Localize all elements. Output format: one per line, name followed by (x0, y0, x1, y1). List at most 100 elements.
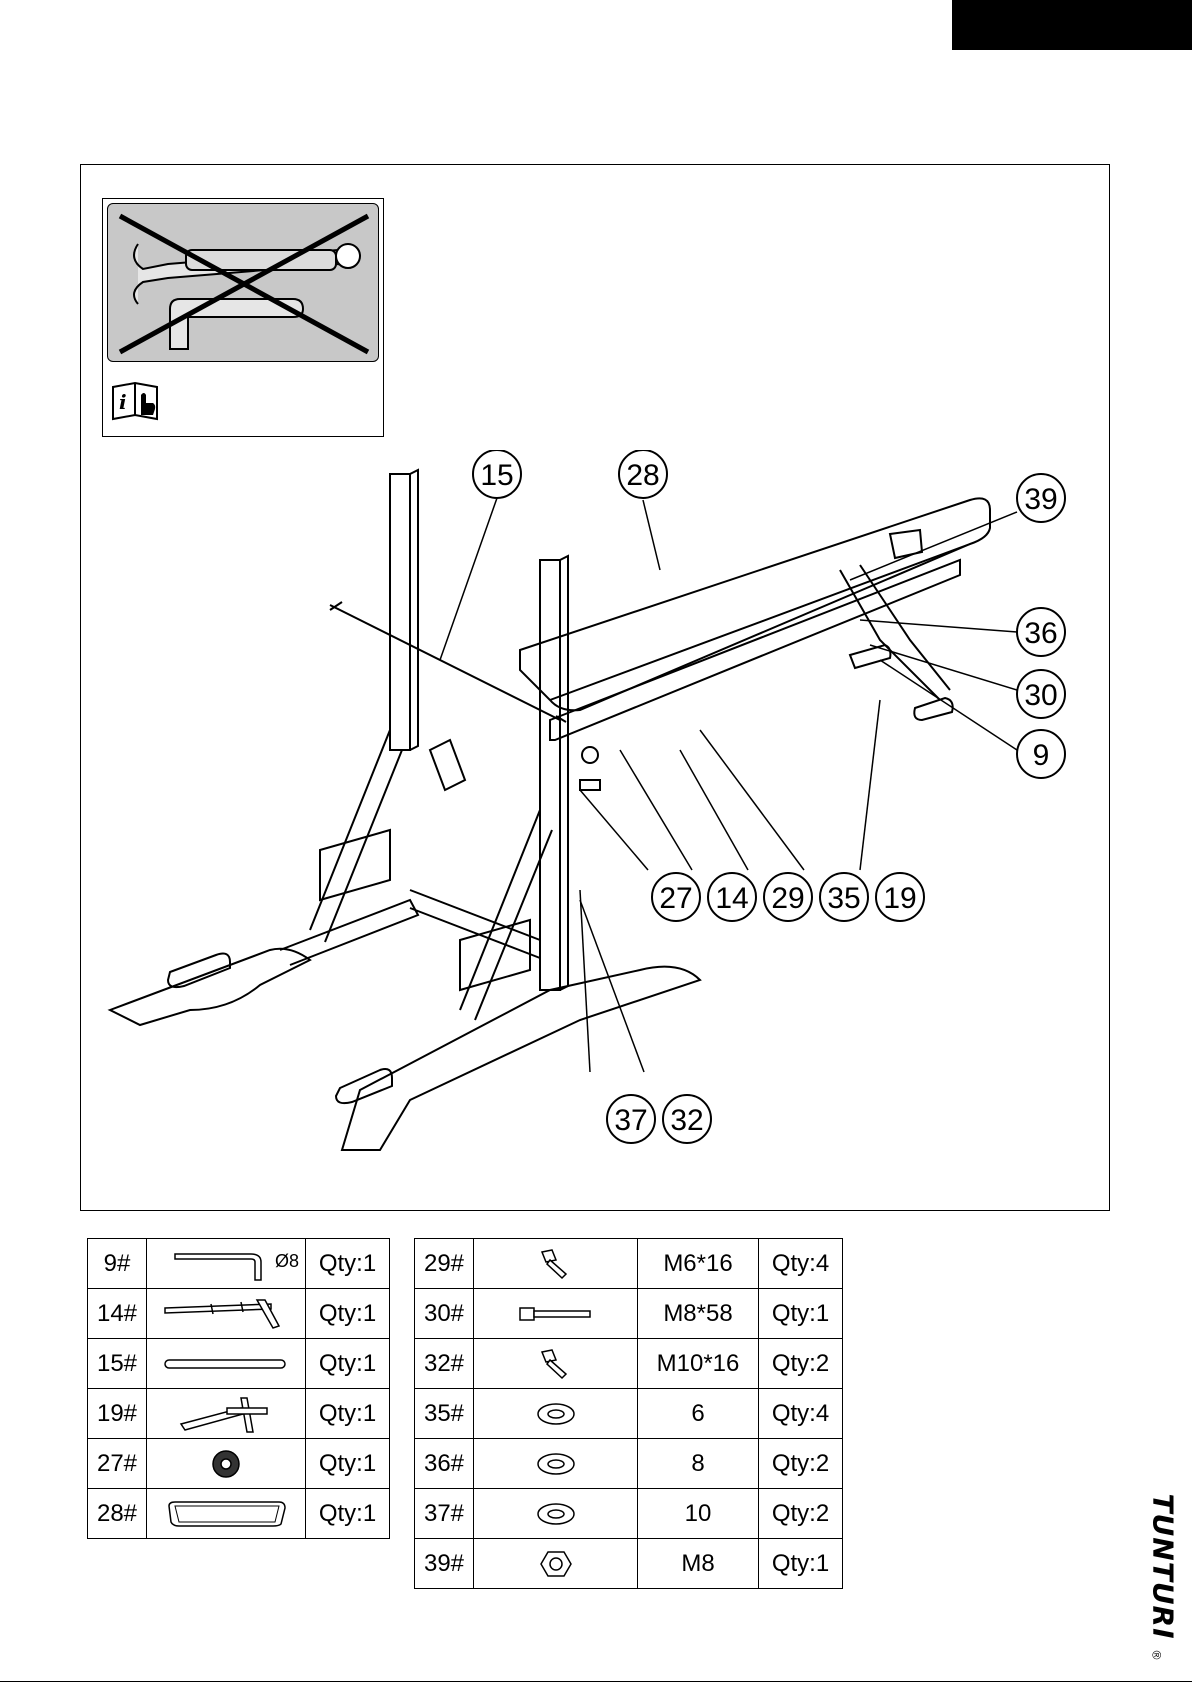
quantity: Qty:2 (759, 1439, 843, 1489)
size-label: Ø8 (275, 1251, 299, 1272)
part-number: 15# (88, 1339, 147, 1389)
quantity: Qty:1 (306, 1339, 390, 1389)
part-image-cell (147, 1289, 306, 1339)
svg-text:32: 32 (670, 1104, 703, 1137)
callout-9: 9 (1017, 730, 1065, 778)
part-image-cell (147, 1389, 306, 1439)
brand-logo: TUNTURI ® (1138, 1470, 1188, 1670)
bench-frame-icon (161, 1296, 291, 1332)
part-image-cell (474, 1389, 638, 1439)
seat-pad-icon (161, 1496, 291, 1532)
svg-text:30: 30 (1024, 679, 1057, 712)
part-number: 30# (415, 1289, 474, 1339)
part-number: 29# (415, 1239, 474, 1289)
long-bolt-icon (516, 1302, 596, 1326)
part-number: 9# (88, 1239, 147, 1289)
svg-text:35: 35 (827, 882, 860, 915)
registered-mark: ® (1149, 1651, 1163, 1660)
callout-leaders (440, 498, 1017, 1072)
assembly-diagram: 15 28 39 36 30 9 27 14 (80, 450, 1110, 1190)
quantity: Qty:1 (306, 1289, 390, 1339)
part-image-cell (474, 1539, 638, 1589)
svg-text:39: 39 (1024, 483, 1057, 516)
part-spec: M8 (638, 1539, 759, 1589)
table-row: 39# M8 Qty:1 (415, 1539, 843, 1589)
callout-32: 32 (663, 1095, 711, 1143)
quantity: Qty:1 (759, 1289, 843, 1339)
part-spec: M10*16 (638, 1339, 759, 1389)
callout-30: 30 (1017, 670, 1065, 718)
part-spec: 10 (638, 1489, 759, 1539)
svg-text:28: 28 (626, 459, 659, 492)
part-image-cell: Ø8 (147, 1239, 306, 1289)
allen-key-icon (171, 1246, 281, 1282)
bar-icon (161, 1354, 291, 1374)
quantity: Qty:1 (306, 1239, 390, 1289)
quantity: Qty:2 (759, 1339, 843, 1389)
see-manual-icon: i (111, 381, 161, 421)
part-image-cell (147, 1339, 306, 1389)
quantity: Qty:1 (306, 1489, 390, 1539)
part-number: 14# (88, 1289, 147, 1339)
svg-text:37: 37 (614, 1104, 647, 1137)
quantity: Qty:1 (306, 1389, 390, 1439)
quantity: Qty:4 (759, 1239, 843, 1289)
washer-icon (534, 1449, 578, 1479)
part-image-cell (474, 1339, 638, 1389)
part-spec: 8 (638, 1439, 759, 1489)
callout-27: 27 (652, 873, 700, 921)
svg-text:i: i (119, 390, 127, 414)
callout-37: 37 (607, 1095, 655, 1143)
no-tools-panel (107, 203, 379, 362)
tool-notice-box: i (102, 198, 384, 437)
nut-icon (538, 1546, 574, 1582)
callout-36: 36 (1017, 608, 1065, 656)
svg-text:15: 15 (480, 459, 513, 492)
part-image-cell (474, 1289, 638, 1339)
quantity: Qty:1 (306, 1439, 390, 1489)
part-number: 35# (415, 1389, 474, 1439)
part-image-cell (147, 1439, 306, 1489)
brand-name: TUNTURI (1147, 1467, 1180, 1667)
washer-icon (534, 1399, 578, 1429)
parts-table-right: 29# M6*16 Qty:4 30# M8*58 Qty:1 32# M10*… (414, 1238, 843, 1589)
page-bottom-rule (0, 1681, 1192, 1682)
washer-icon (534, 1499, 578, 1529)
part-image-cell (474, 1489, 638, 1539)
bench-drawing (110, 470, 990, 1150)
table-row: 32# M10*16 Qty:2 (415, 1339, 843, 1389)
part-spec: M8*58 (638, 1289, 759, 1339)
part-spec: M6*16 (638, 1239, 759, 1289)
callout-19: 19 (876, 873, 924, 921)
callout-15: 15 (473, 450, 521, 498)
callout-29: 29 (764, 873, 812, 921)
table-row: 9# Ø8 Qty:1 (88, 1239, 390, 1289)
svg-text:9: 9 (1033, 739, 1050, 772)
part-image-cell (474, 1439, 638, 1489)
table-row: 37# 10 Qty:2 (415, 1489, 843, 1539)
svg-text:14: 14 (715, 882, 748, 915)
bolt-icon (536, 1246, 576, 1282)
part-number: 27# (88, 1439, 147, 1489)
part-number: 37# (415, 1489, 474, 1539)
callout-14: 14 (708, 873, 756, 921)
table-row: 30# M8*58 Qty:1 (415, 1289, 843, 1339)
svg-text:36: 36 (1024, 617, 1057, 650)
part-image-cell (147, 1489, 306, 1539)
table-row: 15# Qty:1 (88, 1339, 390, 1389)
table-row: 36# 8 Qty:2 (415, 1439, 843, 1489)
leg-holder-icon (171, 1394, 281, 1434)
bolt-icon (536, 1346, 576, 1382)
section-tab-marker (952, 0, 1192, 50)
part-number: 39# (415, 1539, 474, 1589)
table-row: 28# Qty:1 (88, 1489, 390, 1539)
part-number: 19# (88, 1389, 147, 1439)
part-number: 32# (415, 1339, 474, 1389)
table-row: 19# Qty:1 (88, 1389, 390, 1439)
table-row: 35# 6 Qty:4 (415, 1389, 843, 1439)
part-number: 36# (415, 1439, 474, 1489)
svg-text:27: 27 (659, 882, 692, 915)
quantity: Qty:4 (759, 1389, 843, 1439)
callout-35: 35 (820, 873, 868, 921)
part-spec: 6 (638, 1389, 759, 1439)
